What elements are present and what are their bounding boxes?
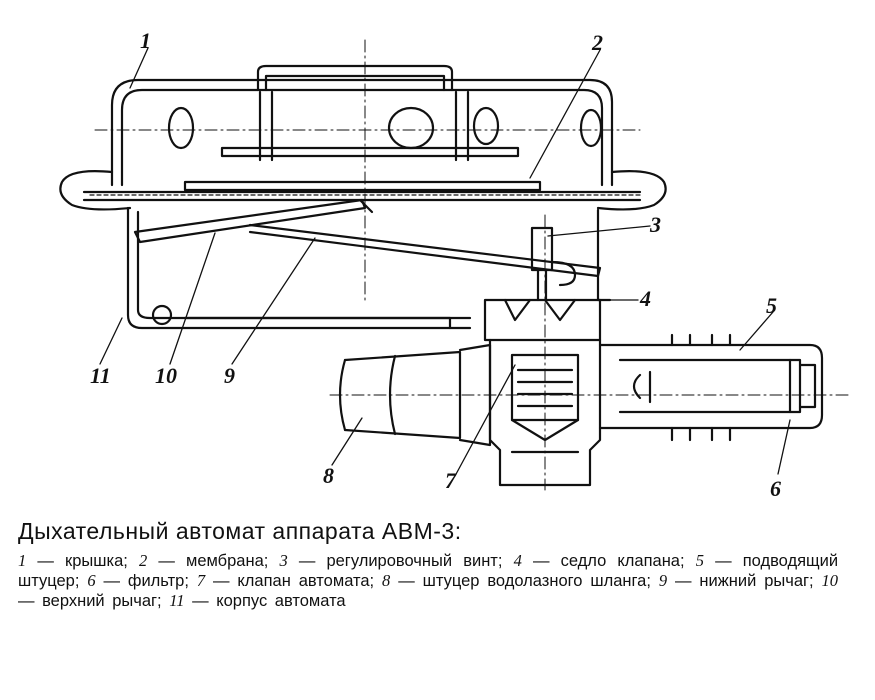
legend-text: подводящий штуцер; (18, 552, 839, 590)
legend-item: 7 — клапан автомата; (196, 571, 375, 590)
screw-and-seat-drawing (483, 226, 602, 342)
callout-3: 3 (649, 212, 661, 237)
legend-item: 6 — фильтр; (87, 571, 189, 590)
legend-text: мембрана; (185, 552, 269, 570)
callout-4: 4 (639, 286, 651, 311)
legend-number: 9 (658, 571, 668, 590)
legend-number: 10 (821, 571, 839, 590)
legend-text: нижний рычаг; (699, 572, 814, 590)
legend-text: штуцер водолазного шланга; (422, 572, 651, 590)
legend-number: 4 (513, 551, 522, 570)
legend-item: 10 — верхний рычаг; (18, 571, 839, 610)
legend: 1 — крышка; 2 — мембрана; 3 — регулирово… (18, 551, 838, 611)
supply-fitting-drawing (598, 333, 824, 442)
callout-10: 10 (155, 363, 177, 388)
levers-drawing (133, 198, 602, 278)
legend-item: 11 — корпус автомата (169, 591, 346, 610)
cover-drawing (110, 64, 614, 187)
legend-number: 3 (279, 551, 288, 570)
legend-number: 2 (138, 551, 148, 570)
legend-text: верхний рычаг; (42, 592, 162, 610)
callout-2: 2 (591, 30, 603, 55)
legend-item: 1 — крышка; (18, 551, 128, 570)
legend-item: 9 — нижний рычаг; (658, 571, 814, 590)
legend-number: 8 (382, 571, 391, 590)
legend-text: крышка; (65, 552, 128, 570)
callout-7: 7 (445, 468, 457, 493)
figure-caption: Дыхательный автомат аппарата АВМ-3: 1 — … (18, 518, 838, 611)
legend-item: 8 — штуцер водолазного шланга; (382, 571, 651, 590)
legend-number: 7 (196, 571, 206, 590)
membrane-drawing (59, 170, 667, 211)
legend-text: регулировочный винт; (326, 552, 503, 570)
legend-item: 4 — седло клапана; (513, 551, 685, 570)
callout-11: 11 (90, 363, 111, 388)
legend-number: 11 (169, 591, 185, 610)
caption-title: Дыхательный автомат аппарата АВМ-3: (18, 518, 462, 544)
callout-1: 1 (140, 28, 151, 53)
legend-item: 2 — мембрана; (138, 551, 269, 570)
legend-text: корпус автомата (216, 592, 346, 610)
callout-8: 8 (323, 463, 334, 488)
callout-5: 5 (766, 293, 777, 318)
legend-item: 3 — регулировочный винт; (279, 551, 503, 570)
legend-text: фильтр; (127, 572, 189, 590)
center-lines (94, 39, 851, 491)
legend-text: клапан автомата; (237, 572, 375, 590)
callout-9: 9 (224, 363, 235, 388)
legend-item: 5 — подводящий штуцер; (18, 551, 839, 590)
leader-lines (99, 47, 791, 477)
legend-text: седло клапана; (560, 552, 685, 570)
legend-number: 1 (18, 551, 27, 570)
legend-number: 6 (87, 571, 96, 590)
callout-6: 6 (770, 476, 781, 501)
legend-number: 5 (695, 551, 704, 570)
